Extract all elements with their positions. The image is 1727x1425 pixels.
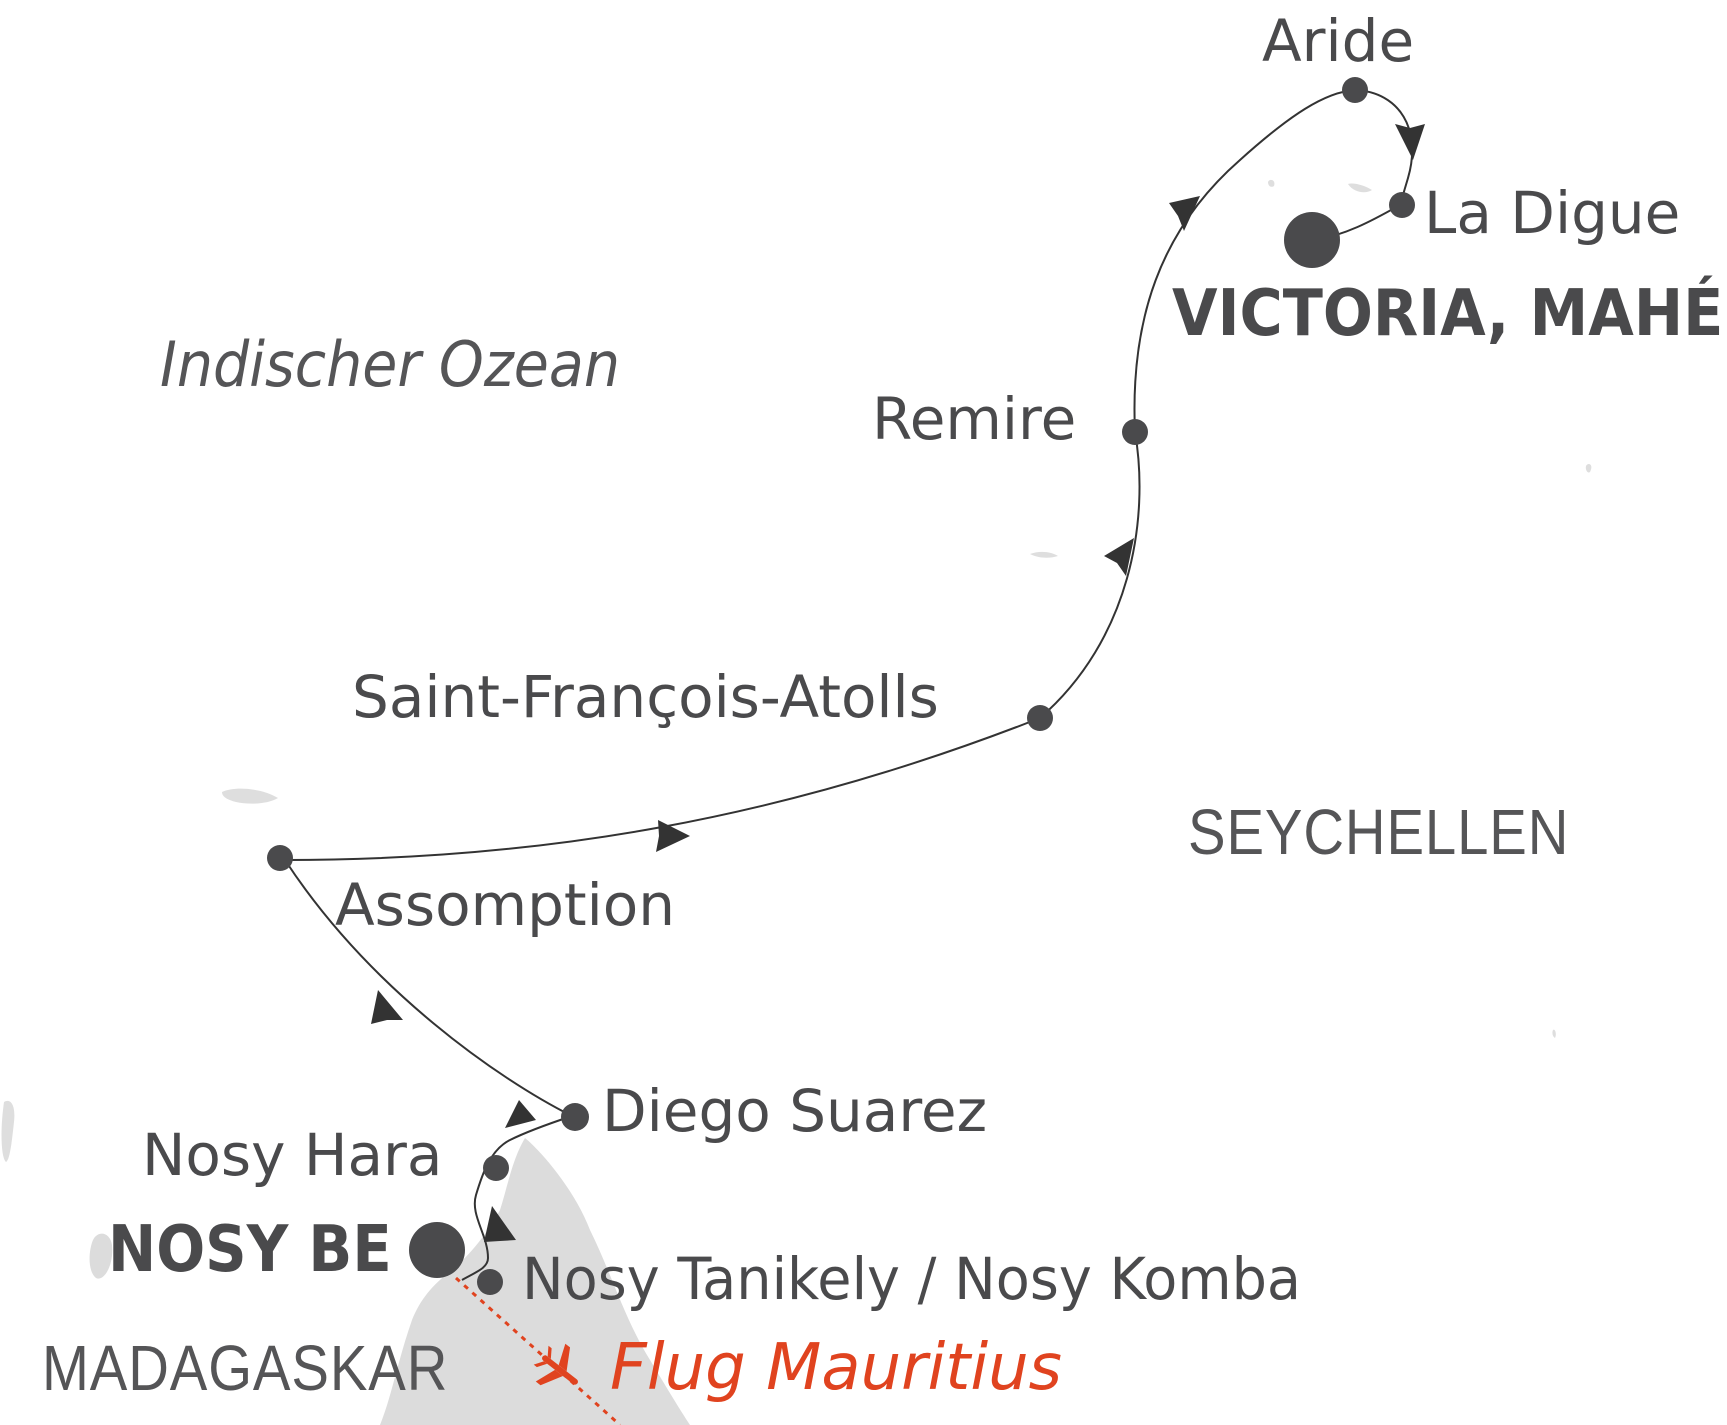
stop-la-digue-dot <box>1389 192 1415 218</box>
stop-remire-dot <box>1122 419 1148 445</box>
stop-nosy-be-dot <box>409 1222 465 1278</box>
arrow-aride <box>1395 124 1425 160</box>
stop-victoria-dot <box>1284 212 1340 268</box>
route-arrows <box>371 124 1425 1242</box>
label-nosy-hara: Nosy Hara <box>142 1121 443 1189</box>
arrow-diego <box>371 990 403 1024</box>
stop-assomption-dot <box>267 845 293 871</box>
label-seychelles: SEYCHELLEN <box>1188 796 1570 868</box>
stop-diego-dot <box>561 1103 589 1131</box>
arrow-francois <box>1104 538 1134 576</box>
label-diego-suarez: Diego Suarez <box>602 1077 988 1145</box>
stop-markers <box>267 77 1415 1295</box>
label-victoria-mahe: VICTORIA, MAHÉ <box>1172 277 1724 351</box>
arrow-nosy-be <box>484 1206 516 1242</box>
label-indian-ocean: Indischer Ozean <box>160 328 620 401</box>
land-madagascar <box>89 1138 690 1425</box>
label-la-digue: La Digue <box>1424 179 1681 247</box>
arrow-remire <box>1169 196 1200 231</box>
label-aride: Aride <box>1262 7 1415 75</box>
label-madagascar: MADAGASKAR <box>42 1332 449 1404</box>
label-nosy-tanikely: Nosy Tanikely / Nosy Komba <box>522 1245 1302 1313</box>
label-assomption: Assomption <box>335 871 676 939</box>
flight-path <box>454 1276 622 1425</box>
label-remire: Remire <box>872 385 1077 453</box>
land-small-islands <box>1 179 1592 1162</box>
label-saint-francois: Saint-François-Atolls <box>352 663 939 731</box>
stop-nosy-tanikely-dot <box>477 1269 503 1295</box>
stop-francois-dot <box>1027 705 1053 731</box>
stop-nosy-hara-dot <box>483 1155 509 1181</box>
arrow-nosy-hara <box>505 1100 536 1128</box>
label-nosy-be: NOSY BE <box>108 1213 392 1287</box>
stop-aride-dot <box>1342 77 1368 103</box>
arrow-assomption <box>656 820 690 852</box>
label-flight-mauritius: Flug Mauritius <box>610 1331 1062 1405</box>
airplane-icon <box>533 1343 578 1386</box>
